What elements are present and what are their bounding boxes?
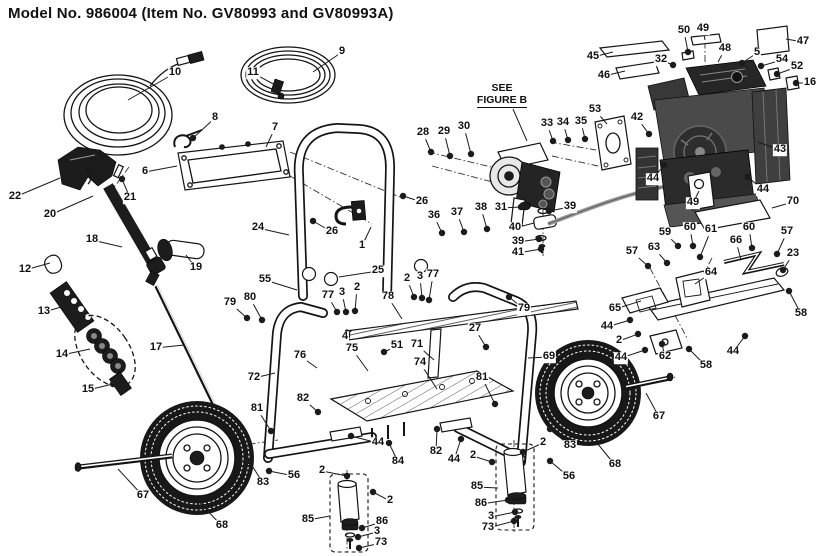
left-axle-drawing [74, 453, 173, 472]
skid-drawing [621, 250, 789, 355]
grip-drawing [157, 238, 205, 262]
support-strip-drawing [427, 328, 442, 379]
figure-b-note-line1: SEE [491, 82, 513, 94]
page-title: Model No. 986004 (Item No. GV80993 and G… [8, 5, 394, 22]
left-leg-drawing [329, 473, 369, 553]
crossbar-drawing [343, 300, 579, 341]
engine-drawing [594, 25, 800, 231]
nozzle-rack-drawing [49, 281, 95, 333]
figure-b-note-line2: FIGURE B [476, 94, 528, 109]
loop-hose-drawing [240, 46, 336, 104]
figure-b-note: SEE FIGURE B [471, 82, 533, 109]
hose-hook-drawing [334, 200, 367, 226]
right-axle-drawing [625, 372, 674, 390]
spray-gun-drawing [57, 146, 166, 276]
coiled-hose-drawing [63, 50, 205, 156]
nozzle-drawing [108, 371, 132, 397]
frame-left-drawing [263, 302, 377, 463]
right-wheel-drawing [535, 340, 641, 446]
panel-bracket-drawing [177, 140, 291, 191]
nozzle-set-drawing [74, 314, 136, 388]
clip-drawing [44, 254, 63, 274]
handle-loop-drawing [293, 123, 429, 301]
hook-drawing [173, 129, 203, 149]
tray-drawing [329, 370, 515, 442]
right-leg-drawing [495, 443, 535, 531]
pump-drawing [489, 142, 674, 253]
